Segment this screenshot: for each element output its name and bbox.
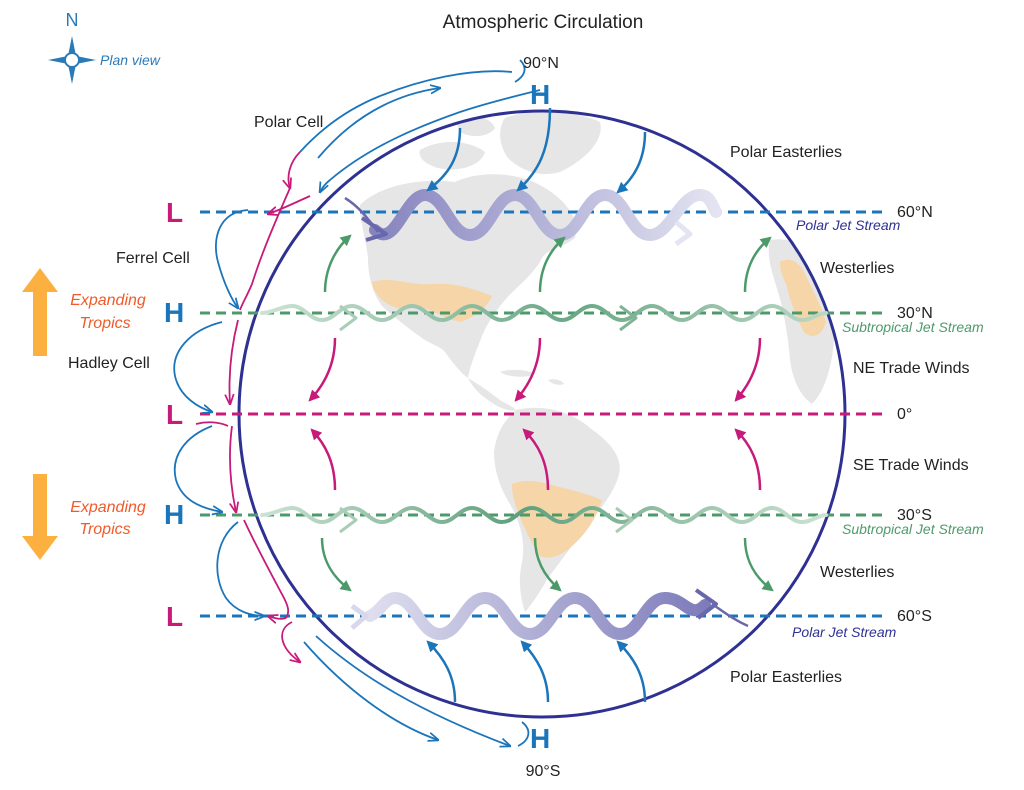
latitude-label-30s: 30°S (897, 507, 932, 524)
polar-jet-stream-south (364, 591, 711, 641)
expanding-tropics-south-line2: Tropics (79, 521, 130, 538)
expanding-tropics-south-line1: Expanding (70, 499, 146, 516)
compass-north-label: N (66, 10, 79, 30)
expanding-tropics-north: Expanding Tropics (22, 268, 146, 356)
ne-trade-winds-arrows (308, 337, 762, 402)
latitude-label-90n: 90°N (523, 55, 559, 72)
low-pressure-equator: L (166, 399, 183, 430)
latitude-label-90s: 90°S (526, 763, 561, 780)
polar-jet-stream-north (369, 188, 722, 242)
polar-cell-north (288, 59, 541, 192)
jet-streams (260, 188, 828, 641)
westerlies-north-arrows (323, 234, 772, 293)
latitude-label-30n: 30°N (897, 305, 933, 322)
circulation-cells (173, 59, 541, 746)
ne-trade-winds-label: NE Trade Winds (853, 360, 969, 377)
subtropical-jet-stream-south-label: Subtropical Jet Stream (842, 521, 984, 537)
diagram-title: Atmospheric Circulation (443, 12, 644, 33)
latitude-label-equator: 0° (897, 406, 912, 423)
westerlies-south-label: Westerlies (820, 564, 894, 581)
expanding-tropics-south: Expanding Tropics (22, 474, 146, 560)
se-trade-winds-arrows (310, 428, 762, 491)
high-pressure-north-pole: H (530, 79, 550, 110)
down-arrow-icon (22, 474, 58, 560)
pressure-markers: L H L H L H H (164, 79, 550, 754)
up-arrow-icon (22, 268, 58, 356)
high-pressure-30s: H (164, 499, 184, 530)
high-pressure-south-pole: H (530, 723, 550, 754)
polar-jet-stream-south-label: Polar Jet Stream (792, 624, 897, 640)
subtropical-jet-stream-north-label: Subtropical Jet Stream (842, 319, 984, 335)
polar-cell-label: Polar Cell (254, 114, 323, 131)
polar-jet-stream-north-label: Polar Jet Stream (796, 217, 901, 233)
compass-rose-icon (48, 36, 96, 84)
expanding-tropics-north-line1: Expanding (70, 292, 146, 309)
low-pressure-60n: L (166, 197, 183, 228)
westerlies-south-arrows (320, 537, 774, 592)
ferrel-cell-south (216, 519, 290, 619)
plan-view-label: Plan view (100, 52, 161, 68)
expanding-tropics-north-line2: Tropics (79, 315, 130, 332)
hadley-cell-label: Hadley Cell (68, 355, 150, 372)
polar-easterlies-south-label: Polar Easterlies (730, 669, 842, 686)
polar-easterlies-north-label: Polar Easterlies (730, 144, 842, 161)
high-pressure-30n: H (164, 297, 184, 328)
westerlies-north-label: Westerlies (820, 260, 894, 277)
latitude-labels: 90°N 60°N 30°N 0° 30°S 60°S 90°S (523, 55, 933, 780)
hadley-cell-south (173, 421, 236, 512)
subtropical-jet-stream-south (260, 505, 828, 525)
wind-labels: Polar Easterlies Westerlies NE Trade Win… (730, 144, 969, 686)
low-pressure-60s: L (166, 601, 183, 632)
subtropical-jet-stream-north (260, 303, 828, 323)
ferrel-cell-label: Ferrel Cell (116, 250, 190, 267)
hadley-cell-north (173, 319, 239, 412)
jet-stream-labels: Polar Jet Stream Subtropical Jet Stream … (792, 217, 984, 640)
polar-easterlies-north-arrows (426, 107, 647, 194)
polar-cell-south (281, 621, 530, 746)
se-trade-winds-label: SE Trade Winds (853, 457, 969, 474)
latitude-label-60s: 60°S (897, 608, 932, 625)
compass: N Plan view (48, 10, 161, 84)
latitude-label-60n: 60°N (897, 204, 933, 221)
polar-easterlies-south-arrows (426, 640, 647, 703)
ferrel-cell-north (215, 187, 311, 310)
